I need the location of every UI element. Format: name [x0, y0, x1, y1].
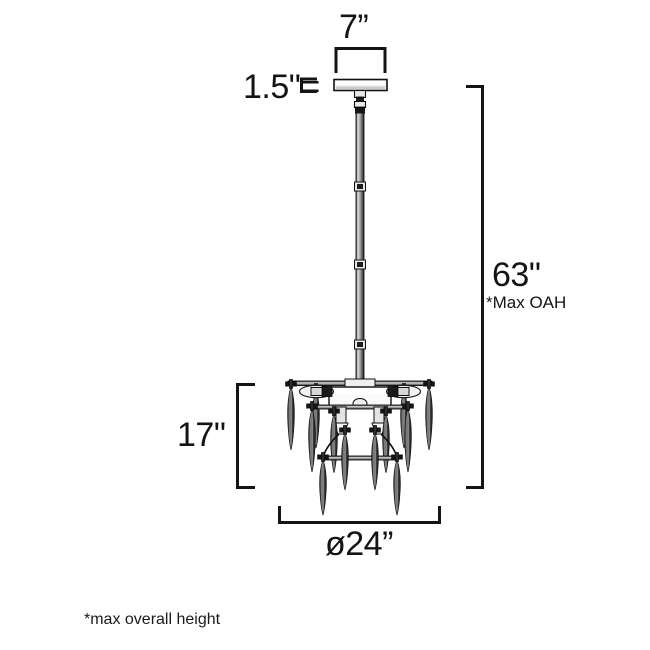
- footnote-text: *max overall height: [84, 611, 221, 628]
- dimension-label-canopy-height: 1.5"=: [243, 68, 320, 106]
- dimension-label-diameter: ø24”: [325, 525, 393, 563]
- dim-bracket-overall-height: [466, 85, 484, 489]
- dim-bracket-canopy-height: [300, 77, 317, 93]
- mid-arm-bar: [310, 404, 410, 410]
- dimension-note-max-oah: *Max OAH: [486, 293, 567, 312]
- crystal-blades-tier-3: [317, 425, 403, 516]
- downrod: [354, 112, 366, 380]
- dimension-label-fixture-height: 17": [177, 416, 226, 454]
- dimension-lines: [236, 47, 484, 524]
- dim-bracket-canopy-width: [334, 47, 387, 73]
- dimension-label-overall-height: 63": [492, 256, 541, 294]
- downrod-coupler: [354, 181, 366, 192]
- dim-bracket-diameter: [278, 506, 441, 524]
- dimension-label-canopy-width: 7”: [339, 8, 369, 46]
- ceiling-canopy: [333, 78, 388, 92]
- chandelier-fixture: [285, 78, 435, 516]
- canopy-collar: [353, 89, 367, 114]
- dim-bracket-fixture-height: [236, 383, 255, 489]
- lower-arm-bar: [321, 455, 399, 461]
- downrod-coupler: [354, 259, 366, 270]
- downrod-coupler: [354, 339, 366, 350]
